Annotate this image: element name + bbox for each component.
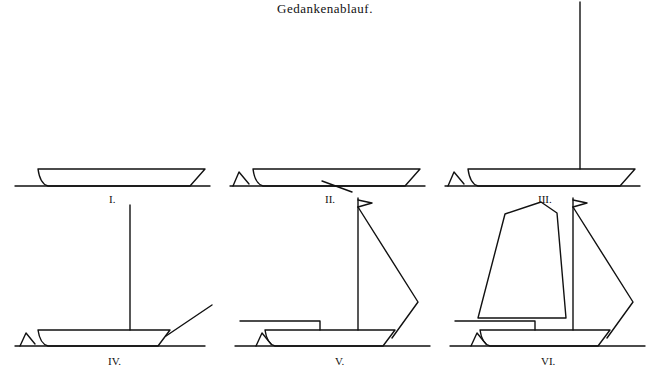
boat-figure (15, 205, 212, 346)
figure-title: Gedankenablauf. (277, 2, 373, 15)
boat-figure (450, 198, 645, 346)
figure-number: III. (538, 194, 552, 205)
boat-figure (235, 181, 430, 346)
boat-figure (15, 169, 210, 186)
figure-number: VI. (541, 356, 555, 367)
figure-number: IV. (108, 356, 121, 367)
figure-number: II. (325, 194, 335, 205)
boat-figure (445, 2, 640, 186)
figure-number: V. (335, 356, 344, 367)
figure-number: I. (109, 194, 115, 205)
